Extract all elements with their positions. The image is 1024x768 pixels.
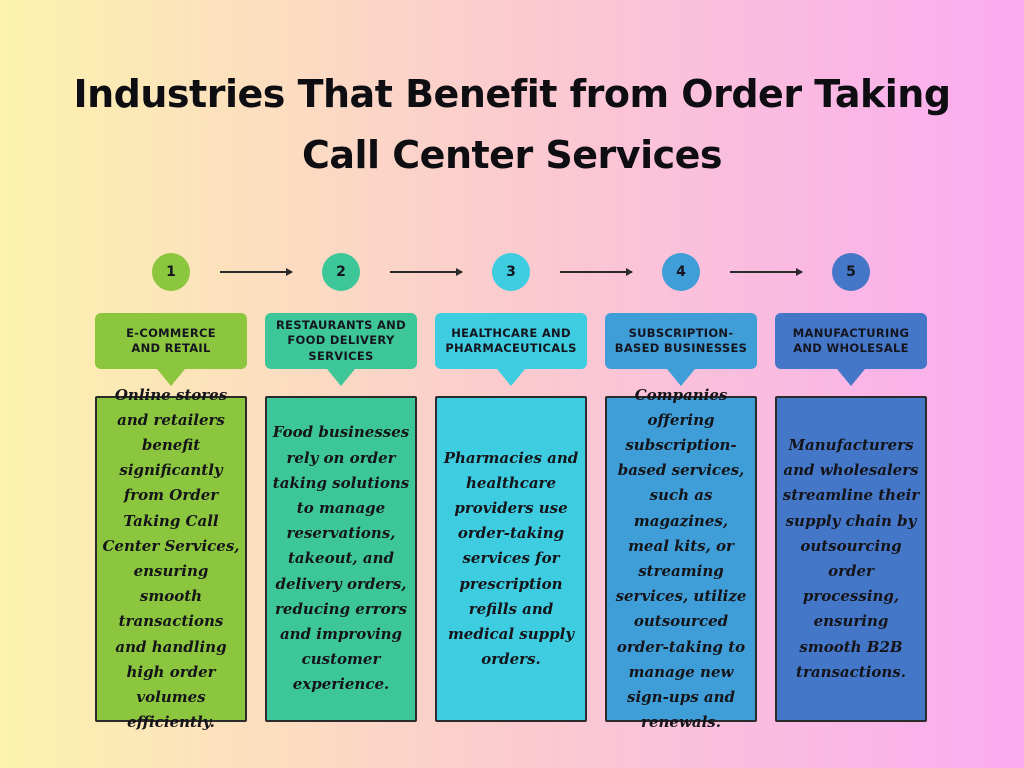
card-body-text: Pharmacies and healthcare providers use … xyxy=(443,448,579,669)
page-title: Industries That Benefit from Order Takin… xyxy=(0,64,1024,186)
header-label: RESTAURANTS AND FOOD DELIVERY SERVICES xyxy=(276,318,406,363)
bubble-tail xyxy=(327,369,355,386)
step-circle-5: 5 xyxy=(832,253,870,291)
step-circle-4: 4 xyxy=(662,253,700,291)
card-healthcare-pharma: Pharmacies and healthcare providers use … xyxy=(435,396,587,722)
card-manufacturing-wholesale: Manufacturers and wholesalers streamline… xyxy=(775,396,927,722)
arrow-right-icon xyxy=(220,268,293,275)
header-label: E-COMMERCE AND RETAIL xyxy=(126,325,216,355)
bubble-tail xyxy=(837,369,865,386)
page-title-line2: Call Center Services xyxy=(301,133,723,177)
header-subscription-businesses: SUBSCRIPTION- BASED BUSINESSES xyxy=(605,313,757,386)
card-body-text: Companies offering subscription-based se… xyxy=(615,385,747,732)
bubble-tail xyxy=(157,369,185,386)
card-restaurants-food-delivery: Food businesses rely on order taking sol… xyxy=(265,396,417,722)
arrow-right-icon xyxy=(730,268,803,275)
step-circle-3: 3 xyxy=(492,253,530,291)
card-body-text: Online stores and retailers benefit sign… xyxy=(102,385,240,732)
card-body-text: Food businesses rely on order taking sol… xyxy=(272,423,410,694)
header-restaurants-food-delivery: RESTAURANTS AND FOOD DELIVERY SERVICES xyxy=(265,313,417,386)
bubble-tail xyxy=(497,369,525,386)
bubble-tail xyxy=(667,369,695,386)
header-ecommerce-retail: E-COMMERCE AND RETAIL xyxy=(95,313,247,386)
header-label: HEALTHCARE AND PHARMACEUTICALS xyxy=(445,325,577,355)
header-label: MANUFACTURING AND WHOLESALE xyxy=(792,325,910,355)
header-label: SUBSCRIPTION- BASED BUSINESSES xyxy=(614,325,748,355)
arrow-right-icon xyxy=(390,268,463,275)
card-ecommerce-retail: Online stores and retailers benefit sign… xyxy=(95,386,247,731)
card-subscription-businesses: Companies offering subscription-based se… xyxy=(605,386,757,731)
header-healthcare-pharma: HEALTHCARE AND PHARMACEUTICALS xyxy=(435,313,587,386)
card-body-text: Manufacturers and wholesalers streamline… xyxy=(782,436,920,681)
page-title-line1: Industries That Benefit from Order Takin… xyxy=(73,72,951,116)
arrow-right-icon xyxy=(560,268,633,275)
header-manufacturing-wholesale: MANUFACTURING AND WHOLESALE xyxy=(775,313,927,386)
step-circle-1: 1 xyxy=(152,253,190,291)
step-circle-2: 2 xyxy=(322,253,360,291)
